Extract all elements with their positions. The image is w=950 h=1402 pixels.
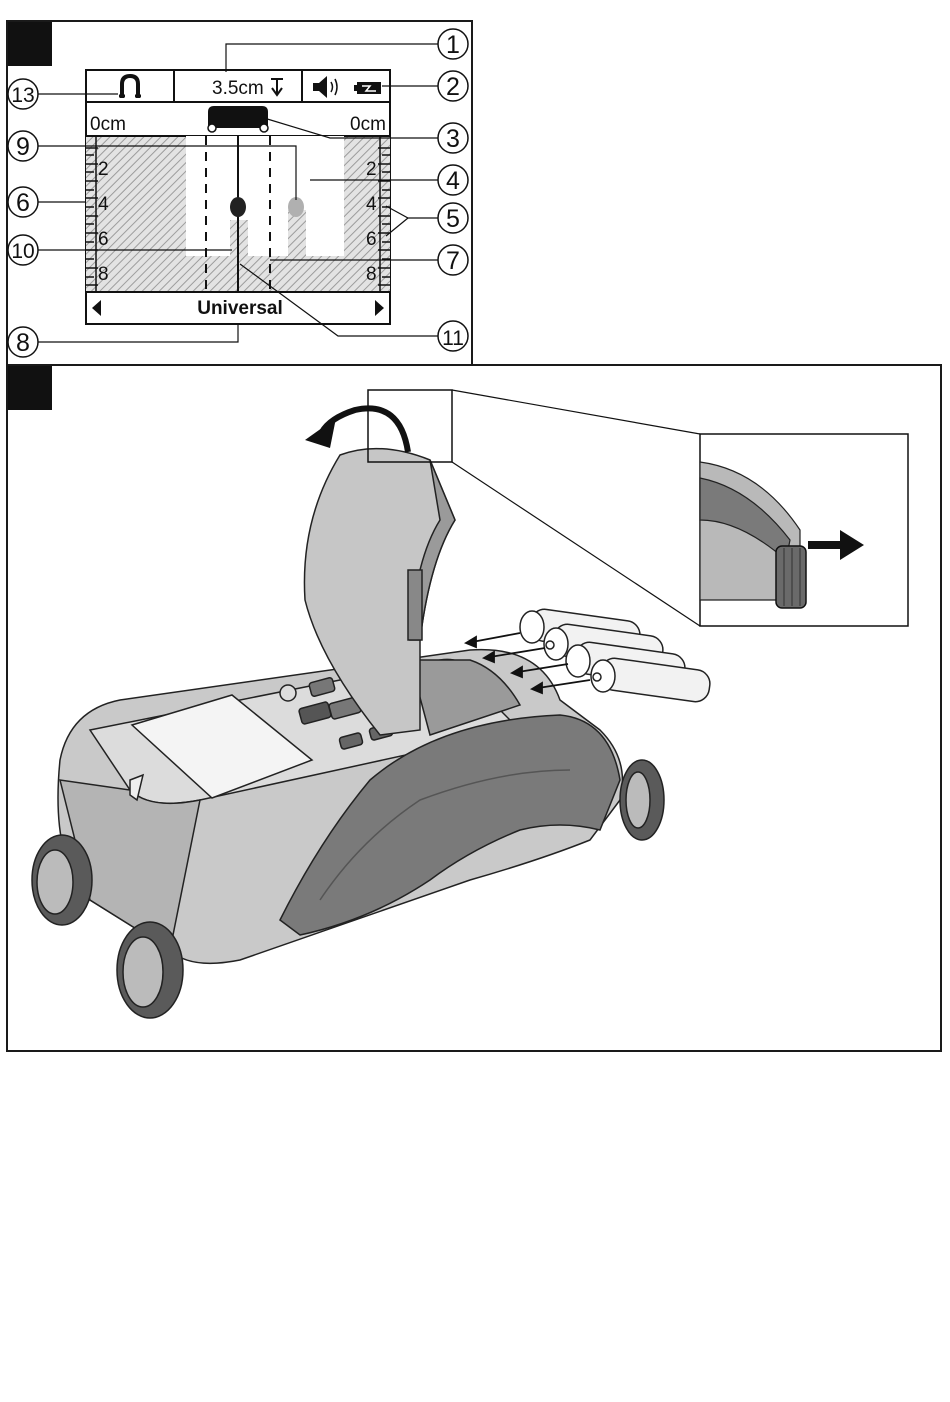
wheel-front-left (32, 835, 92, 925)
wheel-rear-right (620, 760, 664, 840)
zoom-detail (700, 434, 908, 626)
detector-device-icon (32, 449, 664, 1018)
figure-2-illustration (0, 0, 950, 1060)
battery-4 (591, 657, 712, 704)
rotate-arrow-icon (305, 408, 408, 452)
wheel-front-right (117, 922, 183, 1018)
